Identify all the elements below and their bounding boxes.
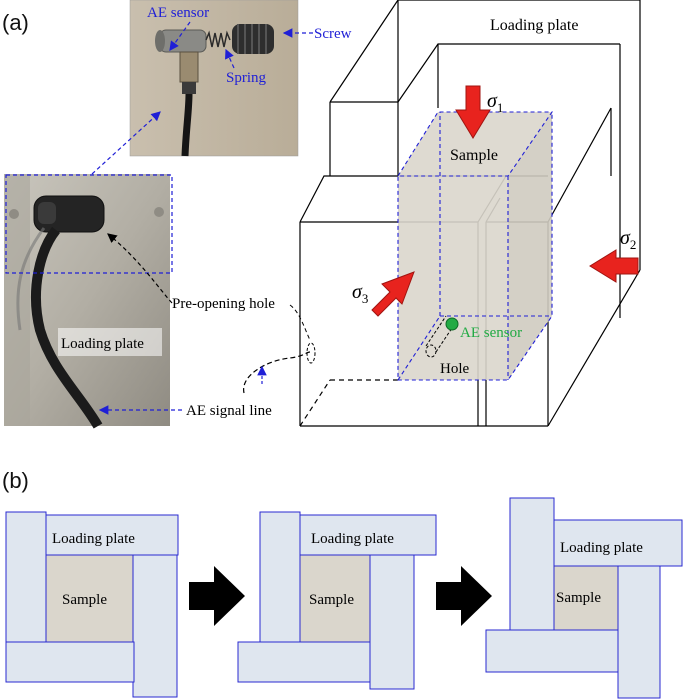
sigma3-arrow [371,271,415,317]
diagram-ae-sensor-label: AE sensor [460,325,522,341]
pre-opening-hole-pointer [107,233,173,304]
ae-signal-line-label: AE signal line [186,403,272,419]
photo-spring-label: Spring [226,70,267,86]
sensor-cable [181,93,193,157]
screw-icon [232,24,274,54]
panel-a-label: (a) [2,10,29,35]
photo-sensor-assembly: AE sensor Spring [129,0,299,157]
stage-1-sample: Sample [62,592,107,608]
stage-3-loading-plate: Loading plate [560,540,643,556]
photo-loading-plate: Loading plate [4,174,170,429]
ae-sensor-pointer [169,21,191,51]
sigma2-arrow [589,249,639,283]
photo-loading-plate-label: Loading plate [61,336,144,352]
sigma1-arrow [455,85,491,139]
photo-screw-label: Screw [314,26,352,42]
stage-3-sample: Sample [556,590,601,606]
stage-1-loading-plate: Loading plate [52,531,135,547]
sigma3-label: σ3 [352,281,368,306]
pre-opening-hole-label: Pre-opening hole [172,296,275,312]
ae-sensor-dot [445,317,459,331]
diagram-loading-plate-label: Loading plate [490,17,578,34]
photo-zoom-box [5,174,173,274]
sigma1-label: σ1 [487,90,503,115]
zoom-connector [91,111,161,175]
hole-label: Hole [440,361,470,377]
ae-sensor-body [159,29,207,53]
panel-b-label: (b) [2,468,29,493]
spring-pointer [225,48,235,69]
sample-block: Sample [397,111,554,381]
stage-arrow-1 [189,566,245,626]
stage-3 [485,497,683,699]
photo-ae-sensor-label: AE sensor [147,5,209,21]
stage-2-sample: Sample [309,592,354,608]
sigma2-label: σ2 [620,227,636,252]
plate-cable [30,226,103,429]
sample-label: Sample [450,147,498,164]
hole-leader [289,304,311,341]
pre-opening-hole-marker [306,342,316,364]
stage-2 [237,511,437,690]
stage-2-loading-plate: Loading plate [311,531,394,547]
stage-arrow-2 [436,566,492,626]
spring-icon [205,30,231,48]
stage-1 [5,511,179,698]
